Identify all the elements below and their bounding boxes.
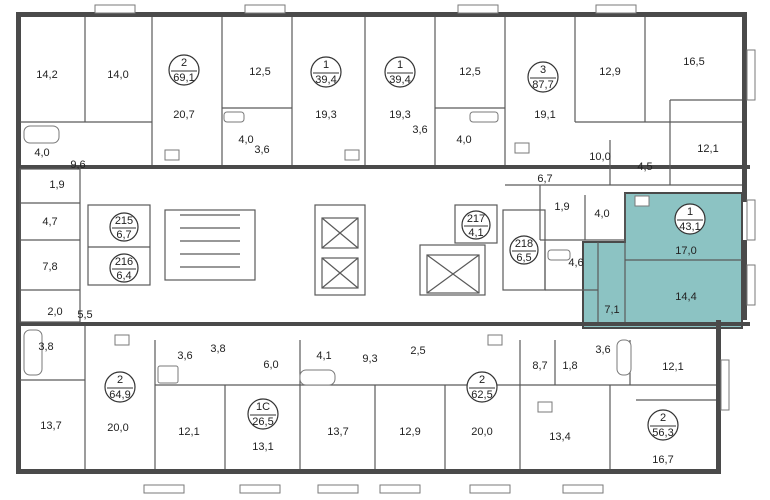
room-area: 3,8 bbox=[38, 341, 53, 353]
room-area: 2,5 bbox=[410, 345, 425, 357]
apartment-area: 43,1 bbox=[679, 221, 700, 233]
svg-text:6,5: 6,5 bbox=[516, 252, 531, 264]
core bbox=[19, 168, 742, 323]
apartment-area: 62,5 bbox=[471, 389, 492, 401]
room-area: 13,1 bbox=[252, 441, 273, 453]
apartment-badge[interactable]: 3 87,7 bbox=[527, 61, 559, 93]
service-room-badge: 216 6,4 bbox=[109, 253, 139, 283]
apartment-area: 87,7 bbox=[532, 79, 553, 91]
apartment-badge[interactable]: 2 69,1 bbox=[168, 54, 200, 86]
room-area: 3,6 bbox=[412, 124, 427, 136]
room-area: 4,1 bbox=[316, 350, 331, 362]
apartment-area: 39,4 bbox=[315, 74, 336, 86]
apartment-rooms: 1 bbox=[323, 59, 329, 71]
room-area: 12,5 bbox=[459, 66, 480, 78]
room-area: 12,1 bbox=[697, 143, 718, 155]
service-room-badge: 215 6,7 bbox=[109, 212, 139, 242]
svg-text:6,4: 6,4 bbox=[116, 270, 131, 282]
apartment-rooms: 2 bbox=[479, 374, 485, 386]
room-area: 9,6 bbox=[70, 159, 85, 171]
apartment-badge[interactable]: 1 43,1 bbox=[674, 203, 706, 235]
apartment-rooms: 1 bbox=[397, 59, 403, 71]
apartment-badge[interactable]: 2 56,3 bbox=[647, 409, 679, 441]
windows bbox=[94, 4, 756, 494]
apartment-area: 64,9 bbox=[109, 389, 130, 401]
room-area: 20,0 bbox=[471, 426, 492, 438]
room-area: 1,9 bbox=[49, 179, 64, 191]
svg-text:216: 216 bbox=[115, 256, 133, 268]
apartment-rooms: 2 bbox=[660, 412, 666, 424]
room-area: 4,0 bbox=[238, 134, 253, 146]
room-area: 14,2 bbox=[36, 69, 57, 81]
room-area: 4,0 bbox=[34, 147, 49, 159]
room-area: 4,0 bbox=[594, 208, 609, 220]
room-area: 3,6 bbox=[595, 344, 610, 356]
top-partitions bbox=[20, 17, 742, 186]
service-room-badge: 217 4,1 bbox=[461, 210, 491, 240]
room-area: 12,9 bbox=[599, 66, 620, 78]
room-area: 10,0 bbox=[589, 151, 610, 163]
room-area-labels: 14,2 14,0 20,7 12,5 19,3 19,3 12,5 19,1 … bbox=[34, 56, 718, 466]
svg-text:6,7: 6,7 bbox=[116, 229, 131, 241]
room-area: 20,7 bbox=[173, 109, 194, 121]
apartment-area: 39,4 bbox=[389, 74, 410, 86]
svg-text:215: 215 bbox=[115, 215, 133, 227]
apartment-rooms: 2 bbox=[117, 374, 123, 386]
room-area: 14,0 bbox=[107, 69, 128, 81]
service-room-badges: 215 6,7 216 6,4 217 4,1 218 6,5 bbox=[109, 210, 539, 283]
apartment-badge[interactable]: 2 64,9 bbox=[104, 371, 136, 403]
apartment-badges: 2 69,1 1 39,4 1 39,4 3 87,7 1 43,1 bbox=[104, 54, 706, 441]
apartment-rooms: 2 bbox=[181, 57, 187, 69]
apartment-rooms: 1С bbox=[256, 401, 270, 413]
apartment-area: 56,3 bbox=[652, 427, 673, 439]
room-area: 2,0 bbox=[47, 306, 62, 318]
room-area: 12,5 bbox=[249, 66, 270, 78]
apartment-area: 69,1 bbox=[173, 72, 194, 84]
room-area: 4,0 bbox=[456, 134, 471, 146]
room-area: 12,1 bbox=[178, 426, 199, 438]
svg-text:4,1: 4,1 bbox=[468, 227, 483, 239]
room-area: 16,5 bbox=[683, 56, 704, 68]
room-area: 8,7 bbox=[532, 360, 547, 372]
room-area: 13,4 bbox=[549, 431, 570, 443]
room-area: 1,8 bbox=[562, 360, 577, 372]
apartment-rooms: 3 bbox=[540, 64, 546, 76]
room-area: 12,9 bbox=[399, 426, 420, 438]
apartment-badge[interactable]: 1 39,4 bbox=[384, 56, 416, 88]
svg-text:218: 218 bbox=[515, 238, 533, 250]
room-area: 7,8 bbox=[42, 261, 57, 273]
apartment-rooms: 1 bbox=[687, 206, 693, 218]
room-area: 19,3 bbox=[315, 109, 336, 121]
room-area: 3,8 bbox=[210, 343, 225, 355]
apartment-area: 26,5 bbox=[252, 416, 273, 428]
room-area: 3,6 bbox=[177, 350, 192, 362]
room-area: 19,1 bbox=[534, 109, 555, 121]
apartment-badge[interactable]: 1 39,4 bbox=[310, 56, 342, 88]
room-area: 3,6 bbox=[254, 144, 269, 156]
outer-walls bbox=[16, 12, 750, 474]
room-area: 14,4 bbox=[675, 291, 696, 303]
room-area: 17,0 bbox=[675, 245, 696, 257]
room-area: 4,7 bbox=[42, 216, 57, 228]
apartment-badge[interactable]: 2 62,5 bbox=[466, 371, 498, 403]
room-area: 6,0 bbox=[263, 359, 278, 371]
room-area: 5,5 bbox=[77, 309, 92, 321]
room-area: 4,6 bbox=[568, 257, 583, 269]
apartment-badge[interactable]: 1С 26,5 bbox=[247, 398, 279, 430]
room-area: 16,7 bbox=[652, 454, 673, 466]
fixtures bbox=[23, 111, 650, 413]
room-area: 13,7 bbox=[327, 426, 348, 438]
service-room-badge: 218 6,5 bbox=[509, 235, 539, 265]
room-area: 13,7 bbox=[40, 420, 61, 432]
room-area: 4,5 bbox=[637, 161, 652, 173]
room-area: 6,7 bbox=[537, 173, 552, 185]
room-area: 20,0 bbox=[107, 422, 128, 434]
room-area: 9,3 bbox=[362, 353, 377, 365]
svg-text:217: 217 bbox=[467, 213, 485, 225]
room-area: 12,1 bbox=[662, 361, 683, 373]
room-area: 19,3 bbox=[389, 109, 410, 121]
room-area: 7,1 bbox=[604, 304, 619, 316]
room-area: 1,9 bbox=[554, 201, 569, 213]
